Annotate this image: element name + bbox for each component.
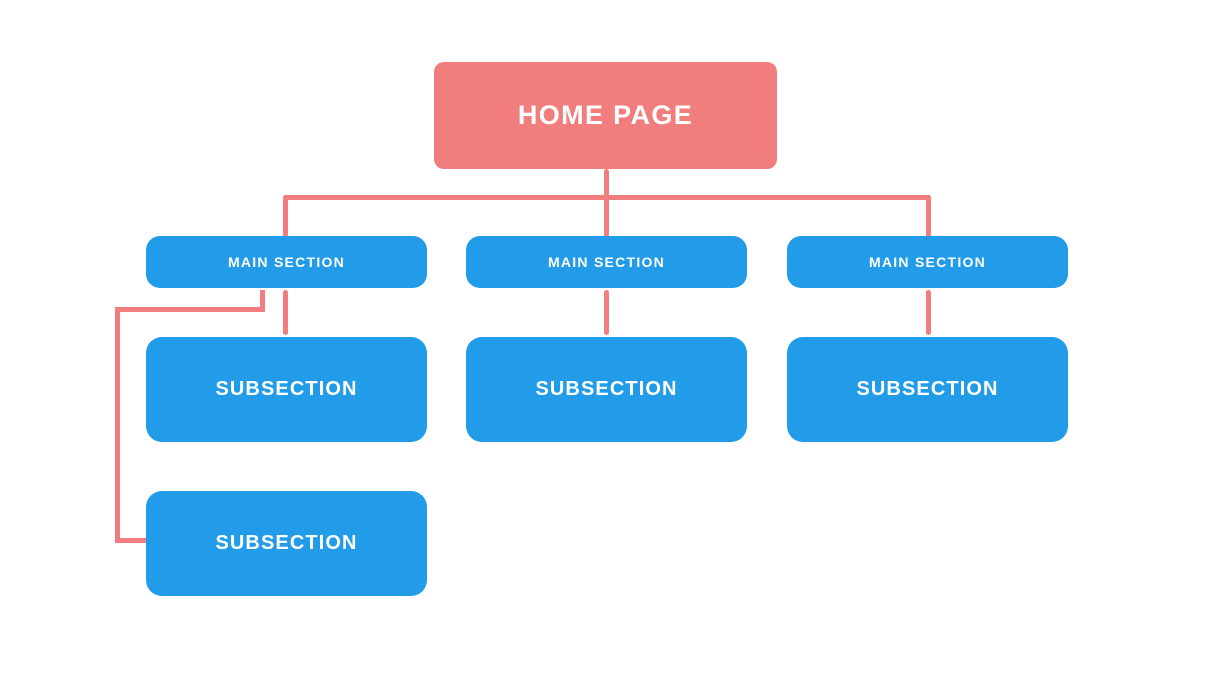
connector-bus-bar <box>285 195 931 200</box>
node-main-section-3-label: MAIN SECTION <box>868 254 986 270</box>
connector-drop-left <box>283 195 288 237</box>
connector-branch-stub-down <box>260 290 265 312</box>
connector-stub-subsection-2 <box>604 290 609 335</box>
node-subsection-4[interactable]: SUBSECTION <box>146 491 427 596</box>
node-subsection-2[interactable]: SUBSECTION <box>466 337 747 442</box>
node-subsection-2-label: SUBSECTION <box>535 378 678 400</box>
connector-branch-vertical-left <box>115 307 120 543</box>
node-main-section-3[interactable]: MAIN SECTION <box>787 236 1068 288</box>
connector-branch-horizontal-bottom <box>115 538 151 543</box>
connector-branch-horizontal-top <box>115 307 265 312</box>
node-main-section-1[interactable]: MAIN SECTION <box>146 236 427 288</box>
node-subsection-1-label: SUBSECTION <box>215 378 358 400</box>
connector-drop-right <box>926 195 931 237</box>
connector-stub-subsection-1 <box>283 290 288 335</box>
connector-stub-subsection-3 <box>926 290 931 335</box>
node-home-page[interactable]: HOME PAGE <box>434 62 777 169</box>
node-main-section-2[interactable]: MAIN SECTION <box>466 236 747 288</box>
node-subsection-3-label: SUBSECTION <box>856 378 999 400</box>
node-main-section-1-label: MAIN SECTION <box>227 254 345 270</box>
connector-root-trunk <box>604 169 609 237</box>
node-home-page-label: HOME PAGE <box>517 100 694 130</box>
node-subsection-3[interactable]: SUBSECTION <box>787 337 1068 442</box>
node-main-section-2-label: MAIN SECTION <box>547 254 665 270</box>
node-subsection-4-label: SUBSECTION <box>215 532 358 554</box>
node-subsection-1[interactable]: SUBSECTION <box>146 337 427 442</box>
